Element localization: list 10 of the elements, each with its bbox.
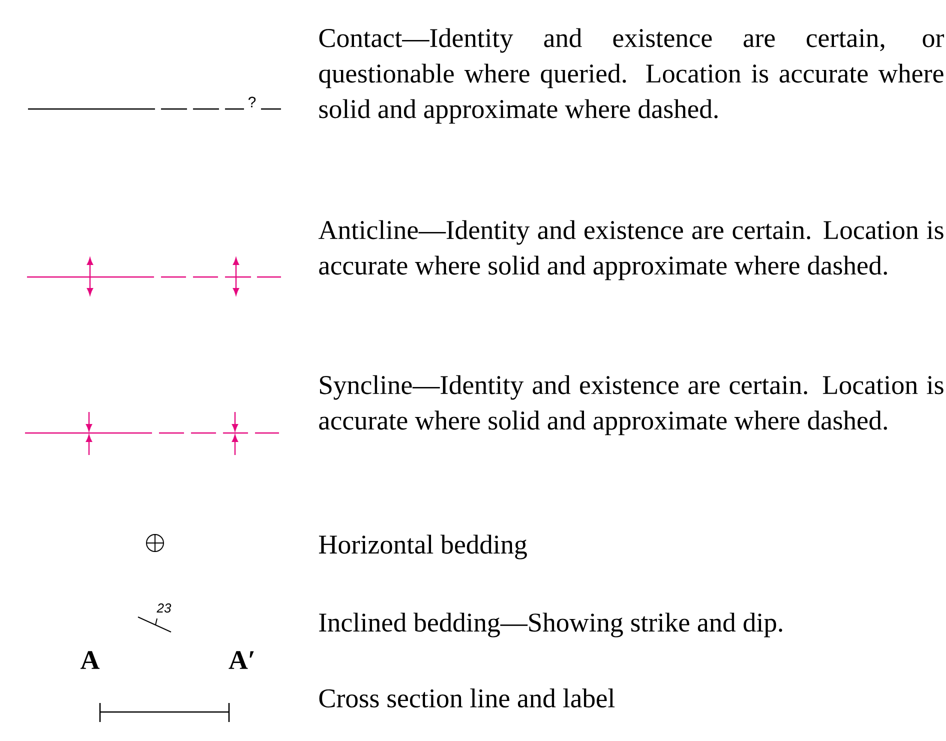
section-label: A [80,651,100,669]
legend-text: Anticline—Identity and existence are certain. Location is accurate where solid and approximate where dashed. [318,220,944,280]
dip-angle: 23 [156,603,172,613]
section-label: A′ [228,651,254,669]
legend-text: Horizontal bedding [319,534,527,560]
legend-text: Inclined bedding—Showing strike and dip. [319,612,782,638]
legend-text: Contact—Identity and existence are certain, or questionable where queried. Location is accurate where solid and approximate where dashed. [319,28,944,124]
legend-text: Cross section line and label [319,688,615,708]
query-mark: ? [248,96,256,108]
legend-text: Syncline—Identity and existence are certain. Location is accurate where solid and approximate where dashed. [319,375,944,436]
